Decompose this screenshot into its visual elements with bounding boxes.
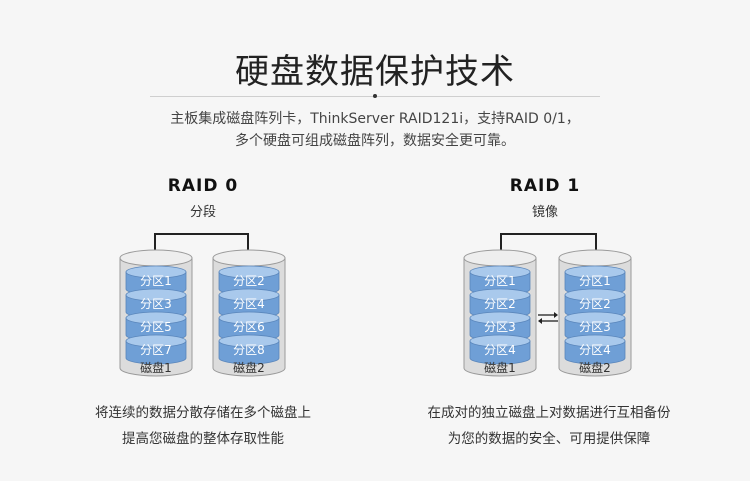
raid0-disk2-segment bbox=[218, 340, 280, 365]
raid1-disk2-segment-top bbox=[564, 311, 626, 325]
raid1-disk2-label: 磁盘2 bbox=[579, 360, 611, 375]
raid1-disk2-segment-label: 分区3 bbox=[579, 320, 611, 334]
raid1-disk2-segment-top bbox=[564, 265, 626, 279]
raid0-disk2-segment-label: 分区4 bbox=[233, 297, 265, 311]
raid1-disk1-segment-label: 分区1 bbox=[484, 274, 516, 288]
raid1-disk2-segment-label: 分区1 bbox=[579, 274, 611, 288]
raid1-disk2-top bbox=[558, 249, 632, 267]
raid0-disk1-segment-top bbox=[125, 288, 187, 302]
raid0-disk-1: 分区1 分区3 分区5 分区7 磁盘1 bbox=[119, 249, 193, 377]
raid1-disk1-segment-top bbox=[469, 334, 531, 348]
raid0-subtitle: 分段 bbox=[189, 205, 216, 220]
raid0-disk1-segment-label: 分区7 bbox=[140, 343, 172, 357]
raid1-disk2-segment-top bbox=[564, 334, 626, 348]
raid1-desc-line-1: 在成对的独立磁盘上对数据进行互相备份 bbox=[427, 405, 671, 421]
raid0-disk2-label: 磁盘2 bbox=[233, 360, 265, 375]
raid0-disk1-segment-top bbox=[125, 311, 187, 325]
raid1-disk1-segment-top bbox=[469, 265, 531, 279]
intro-text: 主板集成磁盘阵列卡，ThinkServer RAID121i，支持RAID 0/… bbox=[0, 108, 750, 152]
raid1-disk1-segment-label: 分区3 bbox=[484, 320, 516, 334]
title-divider-dot bbox=[373, 94, 377, 98]
raid1-disk1-segment bbox=[469, 340, 531, 365]
raid0-disk1-segment-label: 分区1 bbox=[140, 274, 172, 288]
raid1-disk1-segment-label: 分区4 bbox=[484, 343, 516, 357]
raid0-disk1-segment-top bbox=[125, 334, 187, 348]
raid1-disk-1: 分区1 分区2 分区3 分区4 磁盘1 bbox=[463, 249, 537, 377]
raid1-desc-line-2: 为您的数据的安全、可用提供保障 bbox=[447, 431, 651, 447]
raid0-disk1-segment-label: 分区3 bbox=[140, 297, 172, 311]
raid0-disk2-segment-label: 分区6 bbox=[233, 320, 265, 334]
page-title: 硬盘数据保护技术 bbox=[235, 52, 515, 92]
raid1-connector bbox=[500, 233, 597, 257]
raid0-disk2-top bbox=[212, 249, 286, 267]
mirror-arrows-icon bbox=[538, 312, 558, 324]
raid1-disk2-segment bbox=[564, 340, 626, 365]
raid0-disk2-segment-label: 分区8 bbox=[233, 343, 265, 357]
raid1-disk1-label: 磁盘1 bbox=[484, 360, 516, 375]
raid0-disk2-segment-label: 分区2 bbox=[233, 274, 265, 288]
raid0-disk1-segment-label: 分区5 bbox=[140, 320, 172, 334]
raid0-disk1-top bbox=[119, 249, 193, 267]
raid0-title: RAID 0 bbox=[167, 176, 239, 196]
raid1-description: 在成对的独立磁盘上对数据进行互相备份 为您的数据的安全、可用提供保障 bbox=[389, 400, 709, 452]
raid0-disk-2: 分区2 分区4 分区6 分区8 磁盘2 bbox=[212, 249, 286, 377]
raid0-desc-line-2: 提高您磁盘的整体存取性能 bbox=[122, 431, 284, 447]
raid0-disk2-segment-top bbox=[218, 311, 280, 325]
raid1-subtitle: 镜像 bbox=[531, 205, 558, 220]
raid0-disk1-segment-top bbox=[125, 265, 187, 279]
raid0-disk2-segment-top bbox=[218, 265, 280, 279]
raid0-disk1-label: 磁盘1 bbox=[140, 360, 172, 375]
intro-line-2: 多个硬盘可组成磁盘阵列，数据安全更可靠。 bbox=[235, 133, 515, 149]
raid1-disk1-segment-top bbox=[469, 311, 531, 325]
raid1-title: RAID 1 bbox=[509, 176, 581, 196]
raid0-disk1-segment bbox=[125, 340, 187, 365]
raid0-desc-line-1: 将连续的数据分散存储在多个磁盘上 bbox=[95, 405, 311, 421]
intro-line-1: 主板集成磁盘阵列卡，ThinkServer RAID121i，支持RAID 0/… bbox=[170, 111, 580, 127]
raid1-disk2-segment-label: 分区4 bbox=[579, 343, 611, 357]
raid1-disk2-segment-top bbox=[564, 288, 626, 302]
raid0-connector bbox=[154, 233, 249, 257]
raid1-disk-2: 分区1 分区2 分区3 分区4 磁盘2 bbox=[558, 249, 632, 377]
raid0-disk2-segment-top bbox=[218, 288, 280, 302]
raid0-disk2-segment-top bbox=[218, 334, 280, 348]
raid0-description: 将连续的数据分散存储在多个磁盘上 提高您磁盘的整体存取性能 bbox=[43, 400, 363, 452]
raid1-disk1-segment-top bbox=[469, 288, 531, 302]
raid1-disk1-top bbox=[463, 249, 537, 267]
raid1-disk1-segment-label: 分区2 bbox=[484, 297, 516, 311]
raid1-disk2-segment-label: 分区2 bbox=[579, 297, 611, 311]
